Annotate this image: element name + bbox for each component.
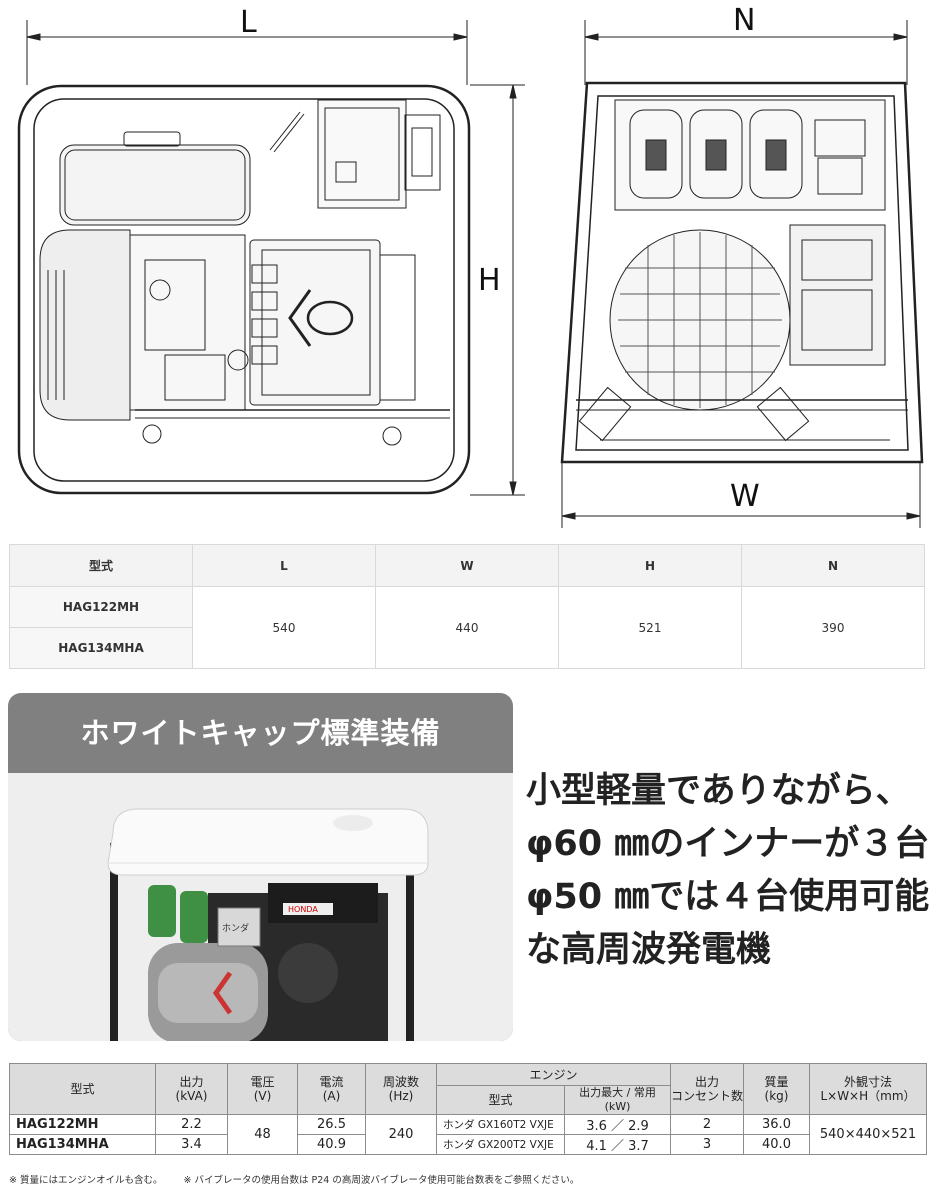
table-row: HAG122MH 540 440 521 390 xyxy=(9,586,925,669)
tagline: 小型軽量でありながら、 φ60 ㎜のインナーが３台 φ50 ㎜では４台使用可能 … xyxy=(526,765,936,977)
dimension-table-header: 型式 L W H N xyxy=(9,544,925,587)
spec-voltage: 48 xyxy=(227,1114,298,1155)
table-row: HAG122MH 2.2 48 26.5 240 ホンダ GX160T2 VXJ… xyxy=(9,1114,927,1155)
dim-label-h: H xyxy=(478,263,501,298)
spec-header-engine-model: 型式 xyxy=(436,1085,565,1115)
spec-output: 3.4 xyxy=(155,1134,228,1155)
spec-header-row-1: 型式 出力(kVA) 電圧(V) 電流(A) 周波数(Hz) エンジン 出力コン… xyxy=(9,1063,927,1115)
spec-size: 540×440×521 xyxy=(809,1114,927,1155)
spec-frequency: 240 xyxy=(365,1114,437,1155)
spec-engine: ホンダ GX160T2 VXJE xyxy=(436,1114,565,1135)
spec-header-current-unit: (A) xyxy=(322,1089,341,1103)
spec-header-current-label: 電流 xyxy=(319,1075,344,1089)
model-cell: HAG122MH xyxy=(9,586,193,628)
photo-label-text: HONDA xyxy=(288,905,318,914)
spec-engine-output: 4.1 ／ 3.7 xyxy=(564,1134,671,1155)
spec-header-output: 出力(kVA) xyxy=(155,1063,228,1115)
spec-header-current: 電流(A) xyxy=(297,1063,366,1115)
spec-header-output-label: 出力 xyxy=(179,1075,204,1089)
spec-outlets: 2 xyxy=(670,1114,744,1135)
value-l: 540 xyxy=(192,586,376,669)
spec-header-outlets-unit: コンセント数 xyxy=(671,1089,744,1103)
spec-table: 型式 出力(kVA) 電圧(V) 電流(A) 周波数(Hz) エンジン 出力コン… xyxy=(9,1063,927,1155)
value-w: 440 xyxy=(375,586,559,669)
spec-header-mass-unit: (kg) xyxy=(764,1089,789,1103)
spec-header-engine-output: 出力最大 / 常用 (kW) xyxy=(564,1085,671,1115)
spec-header-frequency-label: 周波数 xyxy=(382,1075,419,1089)
spec-mass: 40.0 xyxy=(743,1134,810,1155)
tagline-line-3: φ50 ㎜では４台使用可能 xyxy=(526,877,930,917)
header-n: N xyxy=(741,544,925,587)
table-row: HAG134MHA 3.4 40.9 ホンダ GX200T2 VXJE 4.1 … xyxy=(9,1134,927,1155)
spec-current: 26.5 xyxy=(297,1114,366,1135)
spec-engine: ホンダ GX200T2 VXJE xyxy=(436,1134,565,1155)
spec-header-voltage: 電圧(V) xyxy=(227,1063,298,1115)
feature-title: ホワイトキャップ標準装備 xyxy=(80,716,441,750)
header-l: L xyxy=(192,544,376,587)
spec-header-model: 型式 xyxy=(9,1063,156,1115)
spec-header-size-label: 外観寸法 xyxy=(843,1075,892,1089)
tagline-line-2: φ60 ㎜のインナーが３台 xyxy=(526,824,930,864)
spec-header-frequency: 周波数(Hz) xyxy=(365,1063,437,1115)
footnote-1: ※ 質量にはエンジンオイルも含む。 xyxy=(9,1175,163,1186)
spec-output: 2.2 xyxy=(155,1114,228,1135)
value-h: 521 xyxy=(558,586,742,669)
spec-model: HAG122MH xyxy=(9,1114,156,1135)
spec-header-outlets: 出力コンセント数 xyxy=(670,1063,744,1115)
spec-header-frequency-unit: (Hz) xyxy=(388,1089,414,1103)
spec-header-engine: エンジン xyxy=(436,1063,671,1086)
spec-current: 40.9 xyxy=(297,1134,366,1155)
feature-box: ホワイトキャップ標準装備 ホンダ HONDA xyxy=(8,693,513,1041)
tagline-line-1: 小型軽量でありながら、 xyxy=(526,771,911,811)
spec-header-outlets-label: 出力 xyxy=(694,1075,719,1089)
spec-header-row-2: 型式 出力最大 / 常用 (kW) xyxy=(10,1085,927,1115)
value-n: 390 xyxy=(741,586,925,669)
header-model: 型式 xyxy=(9,544,193,587)
photo-plate-text: ホンダ xyxy=(222,922,249,934)
spec-header-voltage-label: 電圧 xyxy=(250,1075,275,1089)
table-row: HAG134MHA xyxy=(9,627,925,669)
header-h: H xyxy=(558,544,742,587)
spec-header-voltage-unit: (V) xyxy=(253,1089,272,1103)
spec-engine-output: 3.6 ／ 2.9 xyxy=(564,1114,671,1135)
dim-label-n: N xyxy=(733,3,755,38)
dim-label-l: L xyxy=(240,5,257,40)
spec-mass: 36.0 xyxy=(743,1114,810,1135)
front-view-drawing: N W xyxy=(560,3,924,528)
spec-header-output-unit: (kVA) xyxy=(175,1089,208,1103)
tagline-line-4: な高周波発電機 xyxy=(526,930,772,970)
spec-model: HAG134MHA xyxy=(9,1134,156,1155)
spec-header-mass: 質量(kg) xyxy=(743,1063,810,1115)
side-view-drawing: L H xyxy=(17,5,525,496)
spec-header-mass-label: 質量 xyxy=(764,1075,789,1089)
dimension-table: 型式 L W H N HAG122MH 540 440 521 390 HAG1… xyxy=(9,544,925,669)
generator-illustration: ホンダ HONDA xyxy=(107,808,429,1041)
product-photo: ホンダ HONDA xyxy=(8,773,513,1041)
spec-outlets: 3 xyxy=(670,1134,744,1155)
footnote-2: ※ バイブレータの使用台数は P24 の高周波バイブレータ使用可能台数表をご参照… xyxy=(183,1175,580,1186)
spec-header-size-unit: L×W×H（mm） xyxy=(820,1089,916,1103)
footnotes: ※ 質量にはエンジンオイルも含む。 ※ バイブレータの使用台数は P24 の高周… xyxy=(9,1172,597,1186)
dim-label-w: W xyxy=(730,479,760,514)
header-w: W xyxy=(375,544,559,587)
model-cell: HAG134MHA xyxy=(9,627,193,669)
